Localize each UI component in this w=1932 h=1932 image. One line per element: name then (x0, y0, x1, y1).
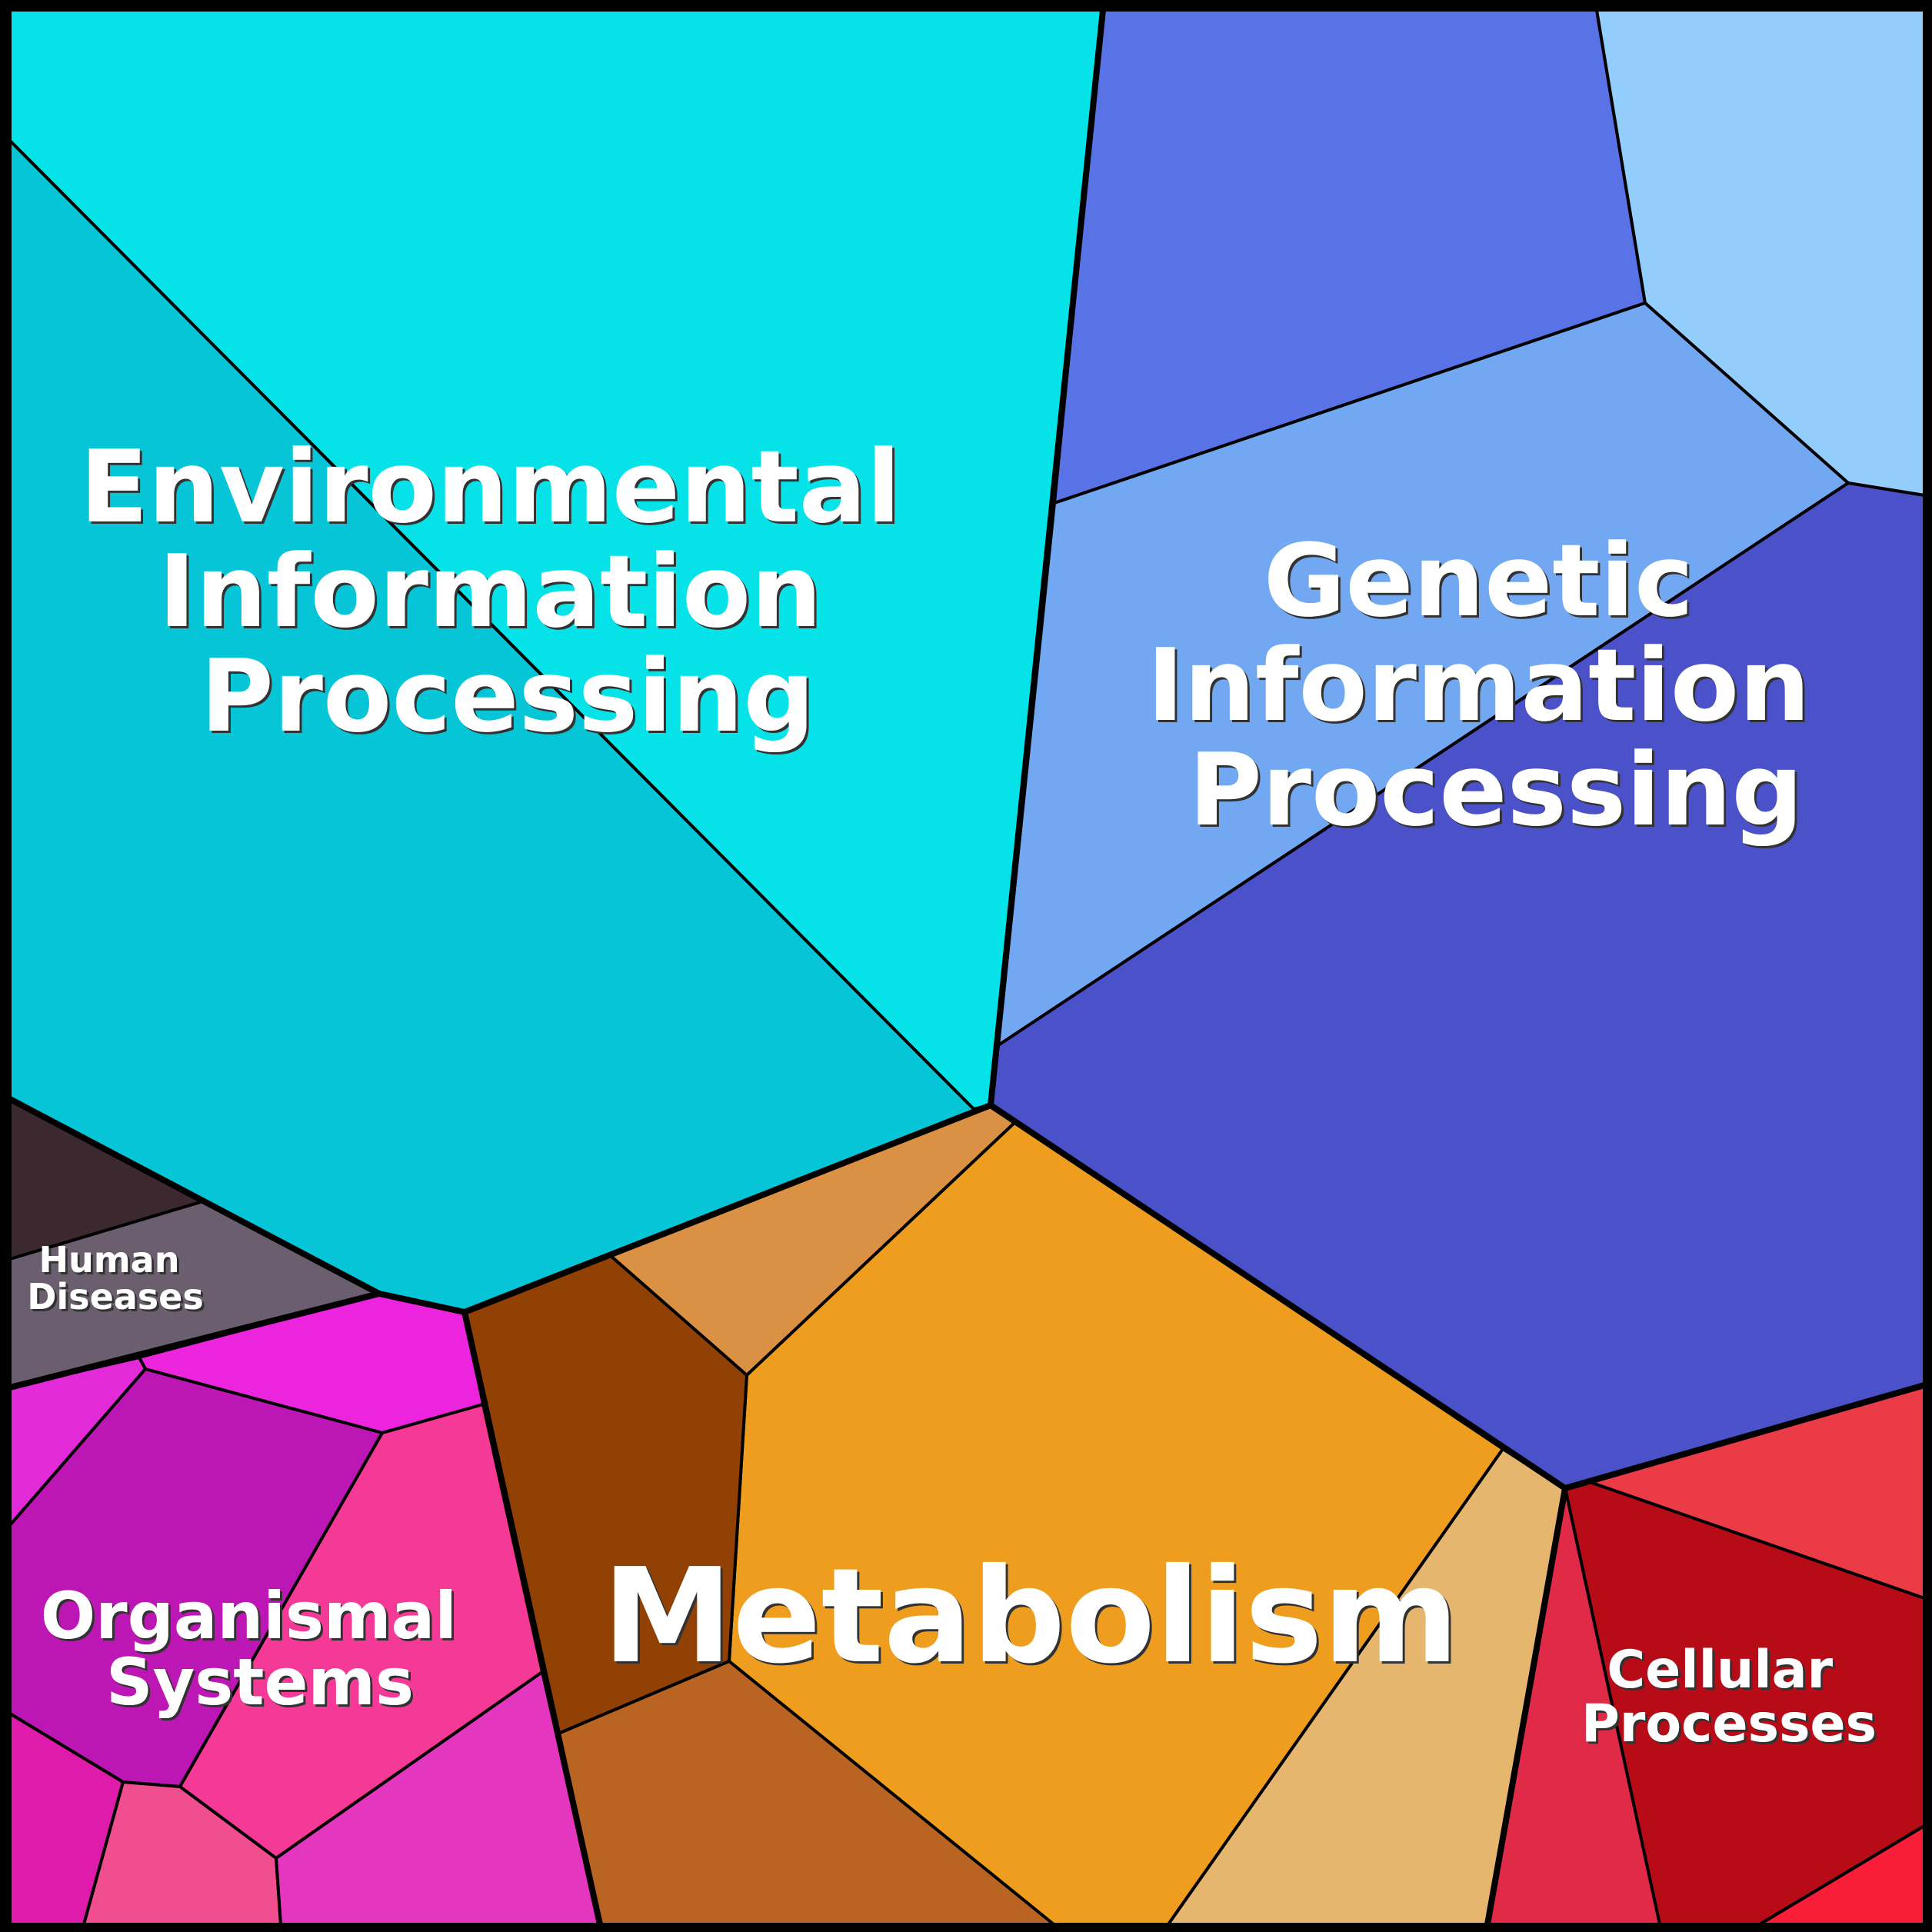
label-metabolism: Metabolism (602, 1541, 1459, 1693)
border-met-org (461, 1311, 603, 1925)
label-line: Diseases (27, 1276, 204, 1317)
group-environmental-information-processing (8, 8, 1104, 1314)
label-line: Environmental (80, 428, 901, 545)
group-cellular-processes (1486, 1384, 1926, 1926)
labels: Environmental Information Processing Gen… (27, 428, 1877, 1754)
label-line: Cellular (1607, 1640, 1833, 1700)
label-line: Processing (1189, 731, 1804, 848)
label-human-diseases: Human Diseases (27, 1239, 204, 1317)
label-environmental: Environmental Information Processing (80, 428, 936, 754)
label-line: Genetic (1264, 522, 1694, 639)
outer-frame (3, 3, 1929, 1929)
label-line: Metabolism (602, 1541, 1459, 1693)
border-env-gen (988, 9, 1106, 1106)
label-line: Organismal (41, 1578, 457, 1654)
label-organismal: Organismal Systems (41, 1578, 480, 1720)
label-line: Human (39, 1239, 180, 1281)
group-borders (3, 3, 1929, 1929)
group-metabolism (463, 1104, 1567, 1926)
label-cellular: Cellular Processes (1581, 1640, 1877, 1754)
label-line: Processes (1581, 1694, 1877, 1754)
label-line: Systems (106, 1644, 414, 1720)
border-env-met (8, 1096, 992, 1315)
border-met-cel (1484, 1487, 1568, 1925)
label-genetic: Genetic Information Processing (1147, 522, 1845, 848)
label-line: Information (158, 533, 822, 650)
group-genetic-information-processing (989, 8, 1926, 1490)
border-hum-org (9, 1291, 380, 1391)
label-line: Processing (201, 638, 815, 754)
label-line: Information (1147, 627, 1810, 744)
group-organismal-systems (8, 1292, 601, 1926)
